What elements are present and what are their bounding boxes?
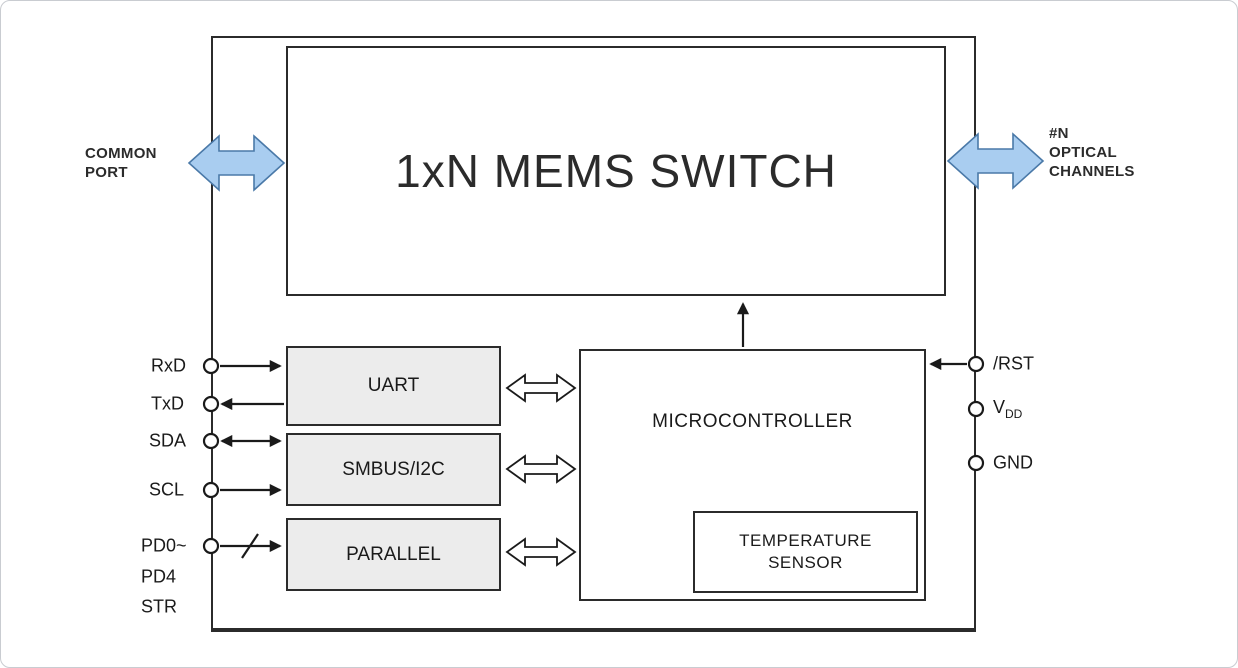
mems-switch-box: 1xN MEMS SWITCH <box>286 46 946 296</box>
pin-label-pd0: PD0~ <box>141 535 187 556</box>
microcontroller-label: MICROCONTROLLER <box>652 411 853 432</box>
pin-label-vdd: VDD <box>993 397 1022 421</box>
uart-label: UART <box>367 375 420 396</box>
pin-label-vdd-sub: DD <box>1005 406 1023 421</box>
chip-boundary-box <box>211 36 976 632</box>
optical-channels-label: #N OPTICAL CHANNELS <box>1049 124 1135 181</box>
temperature-sensor-label-line2: SENSOR <box>768 553 843 572</box>
pin-label-txd: TxD <box>151 393 184 414</box>
pin-label-gnd: GND <box>993 452 1033 473</box>
common-port-label: COMMON PORT <box>85 144 157 182</box>
mems-switch-label: 1xN MEMS SWITCH <box>395 145 837 197</box>
uart-box: UART <box>286 346 501 426</box>
pin-label-vdd-main: V <box>993 397 1006 418</box>
optical-channels-label-line2: OPTICAL <box>1049 144 1117 161</box>
pin-label-str: STR <box>141 596 177 617</box>
temperature-sensor-label-line1: TEMPERATURE <box>739 531 872 550</box>
pin-label-rst: /RST <box>993 353 1035 374</box>
optical-channels-label-line3: CHANNELS <box>1049 163 1135 180</box>
pin-label-rxd: RxD <box>151 355 186 376</box>
common-port-label-line1: COMMON <box>85 145 157 162</box>
microcontroller-box: MICROCONTROLLER TEMPERATURE SENSOR <box>579 349 926 601</box>
common-port-label-line2: PORT <box>85 164 128 181</box>
temperature-sensor-box: TEMPERATURE SENSOR <box>693 511 918 593</box>
pin-label-scl: SCL <box>149 479 185 500</box>
smbus-i2c-label: SMBUS/I2C <box>342 458 445 480</box>
pin-label-pd4: PD4 <box>141 566 177 587</box>
parallel-label: PARALLEL <box>346 543 441 565</box>
optical-channels-label-line1: #N <box>1049 125 1069 142</box>
smbus-i2c-box: SMBUS/I2C <box>286 433 501 506</box>
parallel-box: PARALLEL <box>286 518 501 591</box>
pin-label-sda: SDA <box>149 430 187 451</box>
